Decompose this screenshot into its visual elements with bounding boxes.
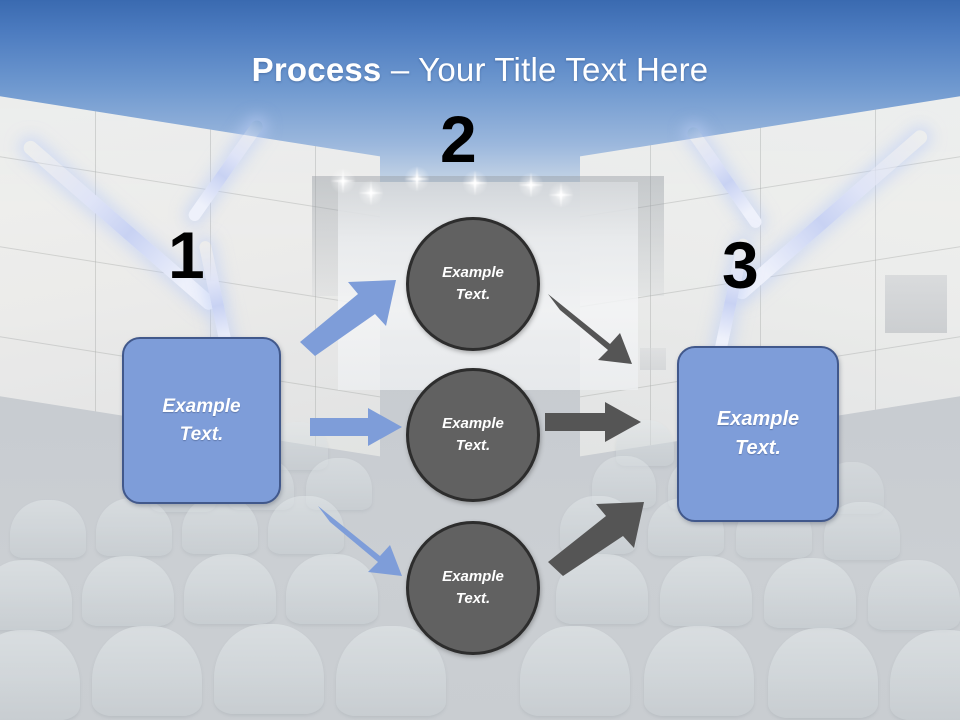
process-box-left[interactable]: Example Text. <box>122 337 281 504</box>
arrow-top-circle-to-right <box>548 294 632 364</box>
step-number-2: 2 <box>440 102 477 176</box>
step-number-3: 3 <box>722 228 759 302</box>
arrow-bottom-circle-to-right <box>548 502 644 576</box>
page-title-bold: Process <box>251 51 382 88</box>
process-box-left-line1: Example <box>162 395 241 417</box>
arrow-left-to-mid-circle <box>310 408 402 446</box>
process-circle-bottom-line1: Example <box>442 567 504 585</box>
process-circle-middle-line2: Text. <box>455 437 491 454</box>
process-box-right-line1: Example <box>716 408 800 430</box>
step-number-1: 1 <box>168 218 205 292</box>
process-circle-middle-line1: Example <box>442 414 504 432</box>
process-circle-top-line2: Text. <box>455 286 491 303</box>
process-box-right-line2: Text. <box>735 437 781 459</box>
process-circle-bottom[interactable]: Example Text. <box>406 521 540 655</box>
process-box-left-line2: Text. <box>179 423 224 445</box>
process-circle-top[interactable]: Example Text. <box>406 217 540 351</box>
process-circle-bottom-line2: Text. <box>455 590 491 607</box>
page-title: Process – Your Title Text Here <box>0 50 960 90</box>
arrow-left-to-bottom-circle <box>318 506 402 576</box>
arrow-mid-circle-to-right <box>545 402 641 442</box>
arrow-left-to-top-circle <box>300 280 396 356</box>
process-box-right[interactable]: Example Text. <box>677 346 839 522</box>
process-circle-top-line1: Example <box>442 263 504 281</box>
process-circle-middle[interactable]: Example Text. <box>406 368 540 502</box>
page-title-rest: – Your Title Text Here <box>381 51 709 88</box>
ceiling-light-right-icon <box>640 120 930 380</box>
background-speaker-left <box>640 348 666 370</box>
background-speaker-right <box>885 275 947 333</box>
